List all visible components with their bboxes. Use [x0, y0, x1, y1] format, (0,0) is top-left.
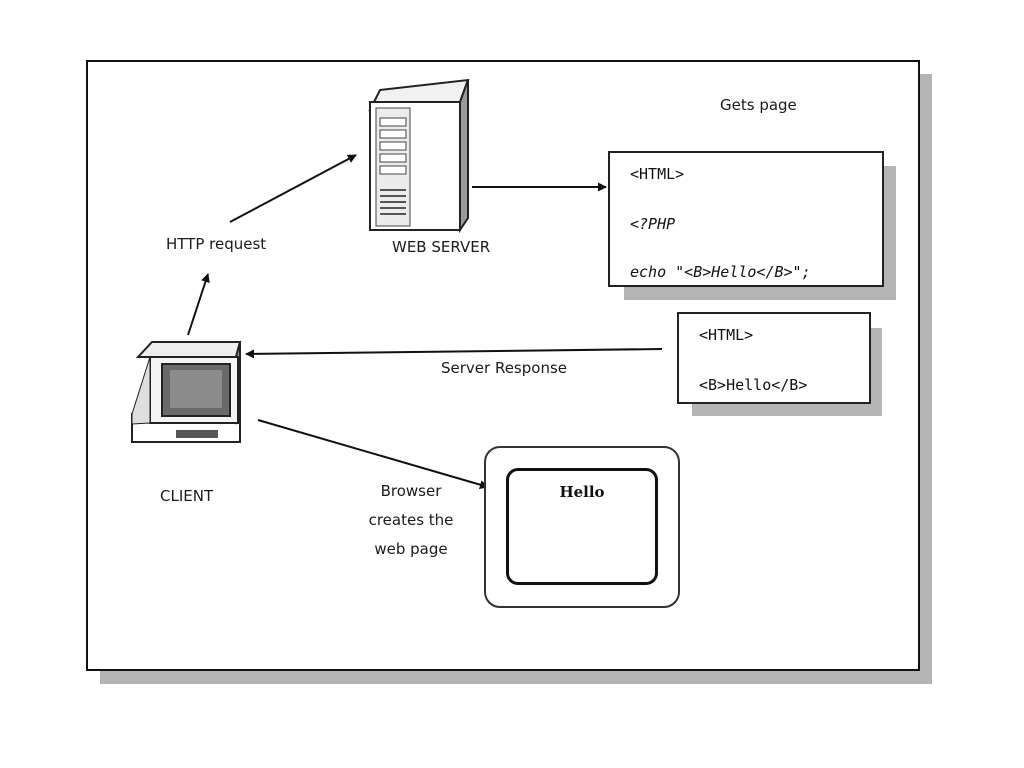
web-server-icon: [368, 78, 470, 234]
server-response-label: Server Response: [441, 359, 567, 377]
arrow-response-to-client: [245, 348, 663, 359]
html-code-line: <B>Hello</B>: [699, 376, 808, 394]
diagram-lines: [131, 78, 663, 490]
html-code-line: <HTML>: [699, 326, 754, 344]
arrow-client-to-request: [187, 273, 210, 336]
html-code-box: <HTML> <B>Hello</B>: [677, 312, 871, 404]
browser-label-line1: Browser: [380, 482, 442, 500]
browser-window: Hello: [484, 446, 680, 608]
arrow-request-to-server: [229, 154, 357, 223]
gets-page-label: Gets page: [720, 96, 797, 114]
php-code-line: <?PHP: [630, 215, 676, 233]
arrow-client-to-browser: [257, 419, 489, 490]
php-code-line: echo "<B>Hello</B>";: [630, 263, 811, 281]
client-computer-icon: [131, 341, 242, 443]
browser-label-line2: creates the: [368, 511, 454, 529]
client-label: CLIENT: [160, 487, 214, 505]
browser-page: Hello: [506, 468, 658, 585]
php-code-line: <HTML>: [630, 165, 685, 183]
browser-page-text: Hello: [559, 483, 605, 501]
browser-label-line3: web page: [374, 540, 448, 558]
diagram-frame: Gets page HTTP request WEB SERVER Server…: [86, 60, 920, 671]
web-server-label: WEB SERVER: [392, 238, 491, 256]
http-request-label: HTTP request: [166, 235, 267, 253]
php-code-box: <HTML> <?PHP echo "<B>Hello</B>";: [608, 151, 884, 287]
